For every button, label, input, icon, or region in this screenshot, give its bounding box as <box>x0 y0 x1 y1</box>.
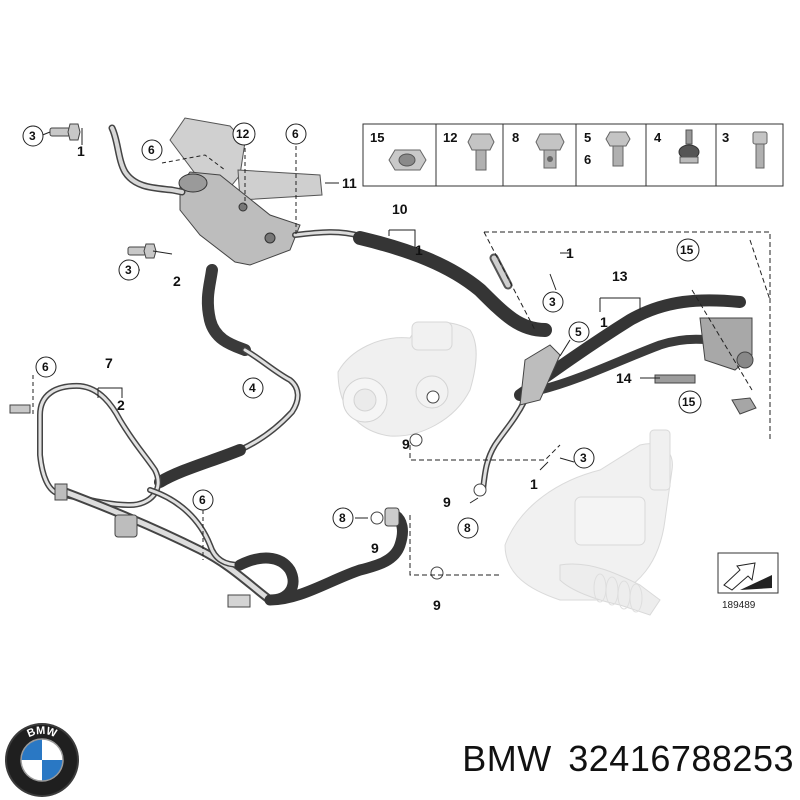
bracket-illustration <box>169 117 323 266</box>
orientation-arrow-box <box>717 552 779 594</box>
callout-6b: 6 <box>292 127 299 141</box>
brand-name: BMW <box>462 738 552 779</box>
collar-nut-icon <box>388 149 427 171</box>
callout-circle-3c <box>542 291 564 313</box>
hex-bolt-icon <box>467 133 495 171</box>
callout-1b: 1 <box>415 242 423 258</box>
callout-2a: 2 <box>173 273 181 289</box>
fittings <box>9 123 757 608</box>
callout-9b: 9 <box>443 494 451 510</box>
callout-circle-8b <box>457 517 479 539</box>
callout-circles <box>22 122 702 539</box>
callout-8a: 8 <box>339 511 346 525</box>
callout-circle-8a <box>332 507 354 529</box>
callout-9c: 9 <box>371 540 379 556</box>
callout-9d: 9 <box>433 597 441 613</box>
part-number: 32416788253 <box>568 738 794 779</box>
callout-circle-5 <box>568 321 590 343</box>
callout-13: 13 <box>612 268 628 284</box>
legend-label-15: 15 <box>370 130 384 145</box>
legend-label-6: 6 <box>584 152 591 167</box>
legend-label-12: 12 <box>443 130 457 145</box>
callout-15b: 15 <box>682 395 696 409</box>
callout-6c: 6 <box>42 360 49 374</box>
callout-1d: 1 <box>600 314 608 330</box>
legend-label-3: 3 <box>722 130 729 145</box>
callout-circle-6d <box>192 489 214 511</box>
callout-circle-15b <box>678 390 702 414</box>
callout-7: 7 <box>105 355 113 371</box>
power-steering-pump-illustration <box>337 321 477 437</box>
callout-3b: 3 <box>125 263 132 277</box>
callout-circle-4 <box>242 377 264 399</box>
callout-circle-12 <box>232 122 256 146</box>
bmw-logo: BMW <box>5 723 79 797</box>
callout-12: 12 <box>236 127 250 141</box>
socket-screw-icon <box>752 131 768 169</box>
callout-8b: 8 <box>464 521 471 535</box>
callout-circle-3d <box>573 447 595 469</box>
callout-labels: 3 1 6 12 6 11 10 1 3 2 4 6 7 2 6 1 3 13 … <box>29 127 696 613</box>
callout-14: 14 <box>616 370 632 386</box>
part-caption: BMW 32416788253 <box>384 738 794 780</box>
legend-label-4: 4 <box>654 130 662 145</box>
steering-gear-illustration <box>504 429 673 616</box>
callout-1e: 1 <box>530 476 538 492</box>
callout-4: 4 <box>249 381 256 395</box>
hose-lines <box>37 124 746 606</box>
callout-circle-6a <box>141 139 163 161</box>
callout-circle-6b <box>285 123 307 145</box>
hollow-bolt-icon <box>535 133 565 169</box>
callout-9a: 9 <box>402 436 410 452</box>
callout-3d: 3 <box>580 451 587 465</box>
callout-circle-15a <box>676 238 700 262</box>
callout-10: 10 <box>392 201 408 217</box>
svg-text:BMW: BMW <box>25 725 58 740</box>
legend-label-8: 8 <box>512 130 519 145</box>
callout-6d: 6 <box>199 493 206 507</box>
callout-3a: 3 <box>29 129 36 143</box>
callout-2b: 2 <box>117 397 125 413</box>
callout-6a: 6 <box>148 143 155 157</box>
logo-letters: BMW <box>25 725 58 740</box>
direction-arrow-icon <box>723 562 756 591</box>
reference-number: 189489 <box>722 600 756 611</box>
hex-screw-icon <box>605 131 631 167</box>
callout-5: 5 <box>575 325 582 339</box>
callout-11: 11 <box>342 175 357 191</box>
callout-circle-3b <box>118 259 140 281</box>
rubber-mount-icon <box>678 129 700 164</box>
callout-1a: 1 <box>77 143 85 159</box>
callout-3c: 3 <box>549 295 556 309</box>
callout-circle-3a <box>22 125 44 147</box>
parts-legend: 15 12 8 5 6 4 3 <box>362 123 784 187</box>
callout-15a: 15 <box>680 243 694 257</box>
legend-label-5: 5 <box>584 130 591 145</box>
callout-circle-6c <box>35 356 57 378</box>
callout-1c: 1 <box>566 245 574 261</box>
